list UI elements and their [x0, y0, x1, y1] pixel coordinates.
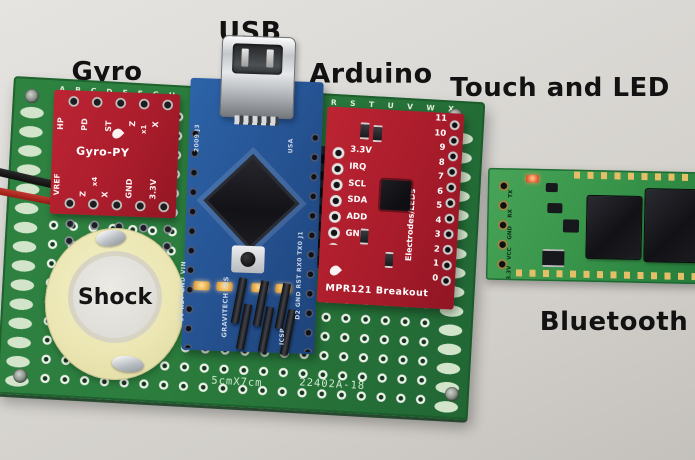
mpr121-pin-label: 3.3V	[349, 144, 373, 156]
shock-sensor: Shock	[45, 228, 185, 380]
sparkfun-flame-icon	[327, 263, 343, 278]
gyro-pin-label: HP	[55, 117, 66, 131]
gyro-axis-label: X	[151, 121, 161, 128]
mini-usb-connector	[219, 34, 297, 126]
gyro-pin-label: GND	[124, 178, 135, 199]
mpr121-pin-label: ADD	[346, 211, 368, 223]
mpr121-ic-chip	[379, 179, 412, 212]
electrode-number: 5	[435, 200, 443, 212]
nano-silkscreen-year: 2009 J3	[193, 123, 202, 153]
usb-port-opening	[231, 43, 283, 75]
gyro-pin-label: VREF	[51, 173, 62, 196]
mpr121-board-title: MPR121 Breakout	[325, 282, 429, 300]
bluetooth-chip	[644, 189, 695, 263]
electrode-number: 2	[433, 244, 441, 255]
usb-solder-pins	[234, 115, 279, 126]
gyro-gain-label: x4	[90, 176, 100, 187]
smd-component	[384, 251, 394, 269]
smd-component	[359, 122, 370, 140]
mpr121-pin-label: SCL	[348, 178, 367, 190]
gyro-pin-label: X	[100, 191, 110, 198]
shock-sensor-disc: Shock	[68, 251, 162, 343]
smd-component	[545, 182, 558, 193]
bluetooth-annotation: Bluetooth	[539, 307, 689, 337]
bluetooth-chip	[586, 195, 642, 259]
bluetooth-pin-label: RX	[507, 209, 514, 218]
microcontroller-chip	[203, 153, 300, 251]
bluetooth-pin-label: 3.3V	[506, 265, 513, 280]
status-led	[193, 280, 210, 291]
electrode-number: 3	[434, 229, 441, 241]
arduino-nano-board: 2009 J3 USA GRAVITECH .US 5V RST GND VIN…	[178, 34, 324, 356]
small-ic-chip	[542, 248, 565, 268]
gyro-board-title: Gyro-PY	[75, 144, 130, 160]
gyro-pin-label: Z	[78, 190, 88, 197]
smd-component	[359, 228, 369, 245]
gyro-pin-holes-top	[61, 93, 175, 113]
electrode-number: 8	[438, 157, 445, 168]
gold-pads-top	[573, 171, 695, 182]
reset-button	[231, 245, 265, 274]
smd-component	[547, 203, 563, 214]
mpr121-breakout-board: 3.3V IRQ SCL SDA ADD GND 11 10 9 8 7 6 5…	[316, 106, 465, 310]
nano-silkscreen-usa: USA	[287, 138, 295, 154]
gyro-pin-label: ST	[103, 120, 114, 132]
bluetooth-pin-label: TX	[508, 189, 515, 198]
gold-pads-bottom	[515, 269, 695, 281]
gyro-pin-label: 3.3V	[148, 178, 159, 200]
mpr121-pin-label: IRQ	[348, 161, 367, 173]
mpr121-pin-label: SDA	[347, 194, 368, 207]
bluetooth-pin-label: VCC	[506, 247, 514, 260]
arduino-annotation: Arduino	[309, 58, 433, 90]
gyro-axis-label: Z	[128, 120, 138, 127]
electrode-number: 7	[437, 171, 445, 183]
electrode-number: 10	[434, 127, 447, 139]
mpr121-left-pin-labels: 3.3V IRQ SCL SDA ADD GND	[345, 145, 372, 240]
nano-icsp-label: ICSP	[278, 327, 287, 346]
gyro-gain-label: x1	[139, 124, 149, 135]
electrode-number: 4	[435, 215, 442, 226]
electrode-number: 11	[434, 113, 448, 125]
electrode-number: 9	[439, 142, 446, 154]
electrode-number: 0	[431, 273, 439, 284]
smd-component	[372, 124, 383, 143]
nano-brand-label: GRAVITECH .US	[220, 276, 231, 338]
bluetooth-pin-label: GND	[507, 225, 514, 240]
electrode-number: 1	[432, 258, 440, 270]
power-led	[525, 174, 540, 183]
transistor	[562, 219, 580, 233]
screw-hole	[24, 88, 40, 104]
gyro-breakout-board: HP PD ST Z x1 X Gyro-PY VREF Z x4 X GND …	[49, 89, 181, 219]
gyro-pin-label: PD	[79, 118, 90, 131]
bluetooth-module-board: TX RX GND VCC 3.3V	[485, 167, 695, 285]
mpr121-left-pin-holes	[324, 144, 348, 246]
touch-led-annotation: Touch and LED	[450, 73, 670, 103]
shock-label: Shock	[77, 284, 153, 310]
electrode-number: 6	[436, 186, 444, 197]
